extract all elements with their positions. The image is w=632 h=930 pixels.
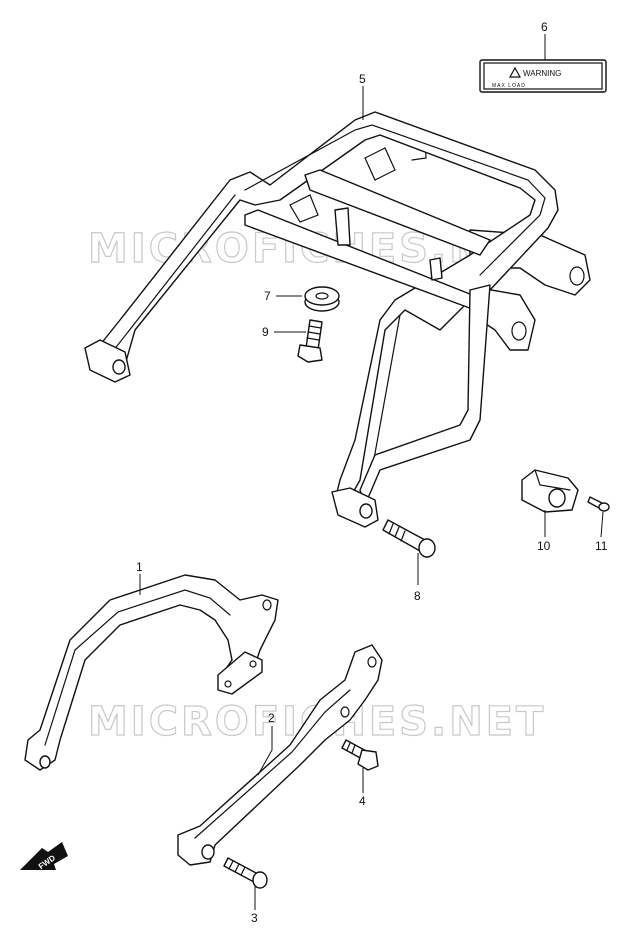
warning-subtext: MAX LOAD <box>492 83 526 89</box>
leader-lines <box>139 34 604 910</box>
clamp-10 <box>521 469 579 513</box>
carrier-frame <box>84 111 591 528</box>
bolt-8 <box>382 519 436 558</box>
handle-left <box>24 574 279 771</box>
handle-right <box>177 644 383 866</box>
bolt-4 <box>341 739 379 771</box>
callout-10: 10 <box>537 539 551 553</box>
callout-6: 6 <box>541 20 548 34</box>
callout-4: 4 <box>359 794 366 808</box>
callout-3: 3 <box>251 911 258 925</box>
callout-9: 9 <box>262 325 269 339</box>
callout-7: 7 <box>264 289 271 303</box>
callout-11: 11 <box>595 539 608 553</box>
warning-title: WARNING <box>523 69 561 78</box>
callouts: 6 5 7 9 8 10 11 1 2 4 3 <box>136 20 608 925</box>
callout-1: 1 <box>136 560 143 574</box>
bolt-9 <box>297 319 323 363</box>
callout-5: 5 <box>359 72 366 86</box>
callout-8: 8 <box>414 589 421 603</box>
grommet-part <box>304 286 340 312</box>
warning-label-part: WARNING MAX LOAD <box>479 59 607 93</box>
screw-11 <box>587 496 610 512</box>
callout-2: 2 <box>268 711 275 725</box>
fwd-arrow-icon: FWD <box>20 842 68 871</box>
bolt-3 <box>223 857 268 889</box>
